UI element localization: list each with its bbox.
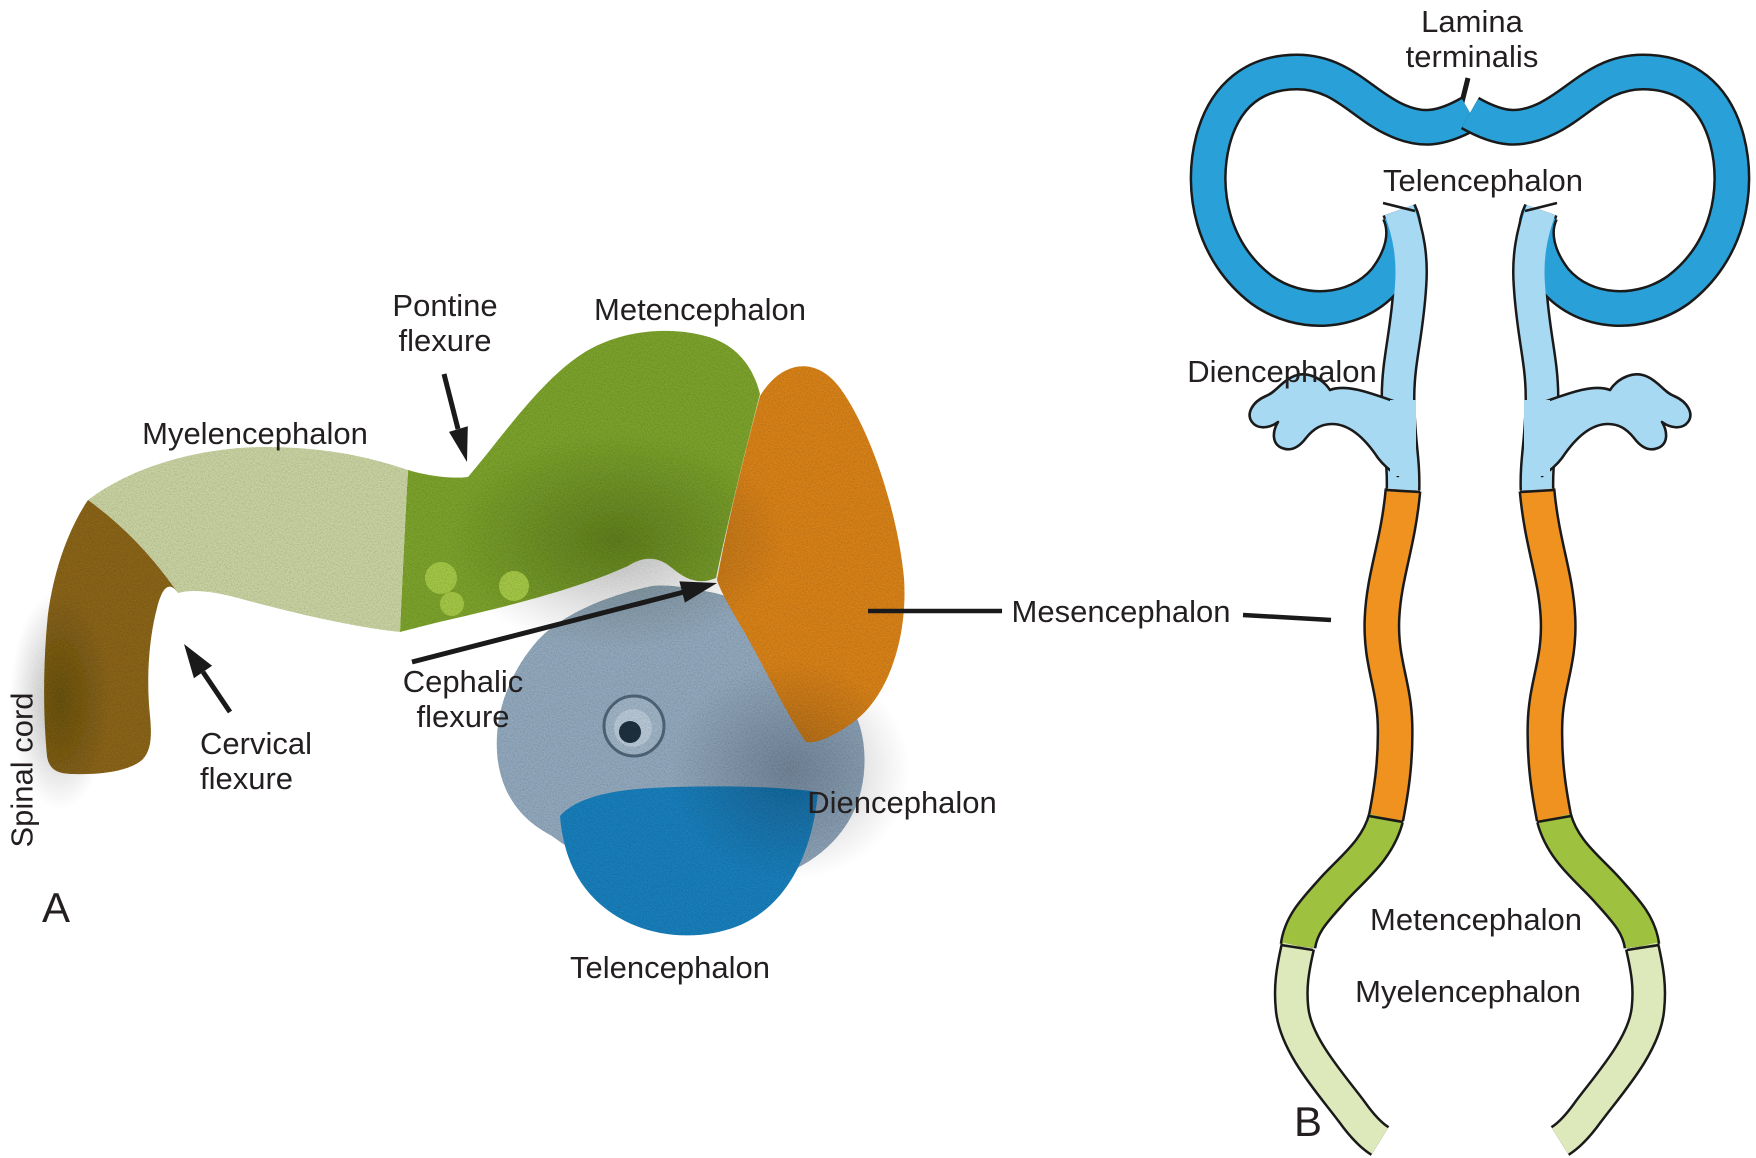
label-lamina-terminalis: Lamina terminalis: [1405, 4, 1539, 74]
pontine-flexure-arrow-head: [449, 426, 468, 462]
segment-border: [1519, 488, 1555, 494]
label-myelencephalon-a: Myelencephalon: [142, 416, 368, 451]
embryo-brain-illustration: [10, 330, 910, 936]
panel-letter-b: B: [1294, 1098, 1323, 1145]
panel-letter-a: A: [42, 884, 71, 931]
optic-cup-center: [619, 721, 641, 743]
b-right-half: [1470, 72, 1732, 1141]
label-metencephalon-b: Metencephalon: [1370, 902, 1582, 937]
shading-metencephalon: [445, 430, 785, 650]
label-diencephalon-b: Diencephalon: [1187, 354, 1377, 389]
optic-vesicle-branch: [1540, 373, 1692, 478]
label-myelencephalon-b: Myelencephalon: [1355, 974, 1581, 1009]
label-telencephalon-a: Telencephalon: [570, 950, 770, 985]
shading-diencephalon: [670, 660, 910, 880]
label-spinal-cord: Spinal cord: [4, 692, 40, 848]
segment-border: [1626, 943, 1660, 952]
segment-border: [1382, 201, 1416, 213]
mesencephalon-band: [1537, 490, 1558, 818]
cervical-flexure-arrow-head: [184, 644, 213, 679]
pontine-flexure-arrow-shaft: [441, 373, 461, 430]
optic-vesicle-branch: [1248, 373, 1400, 478]
label-diencephalon-a: Diencephalon: [807, 785, 997, 820]
label-cervical-flexure: Cervical flexure: [200, 726, 312, 796]
shading-spinal-cord: [10, 590, 110, 810]
myelencephalon-region-a: [88, 447, 408, 632]
surface-bump: [440, 592, 464, 616]
segment-border: [1280, 943, 1314, 952]
cervical-flexure-arrow-shaft: [200, 670, 233, 714]
cephalic-flexure-arrow-head: [679, 581, 717, 603]
mesencephalon-region-a: [717, 366, 905, 743]
surface-bump: [425, 562, 457, 594]
segment-border: [1368, 814, 1404, 824]
label-metencephalon-a: Metencephalon: [594, 292, 806, 327]
branch-join-patch: [1390, 400, 1416, 476]
annotation-arrows: [184, 77, 1471, 714]
label-telencephalon-b: Telencephalon: [1383, 163, 1583, 198]
branch-join-patch: [1524, 400, 1550, 476]
segment-border: [1536, 814, 1572, 824]
cephalic-flexure-arrow-shaft: [411, 589, 685, 665]
neural-tube-schematic: [1208, 72, 1732, 1141]
segment-border: [1385, 488, 1421, 494]
b-left-half: [1208, 72, 1470, 1141]
mesencephalon-band: [1382, 490, 1403, 818]
label-mesencephalon-shared: Mesencephalon: [1011, 594, 1231, 629]
label-cephalic-flexure: Cephalic flexure: [402, 664, 524, 734]
surface-bump: [499, 571, 529, 601]
label-pontine-flexure: Pontine flexure: [392, 288, 498, 358]
mesencephalon-pointer-right: [1242, 612, 1332, 623]
segment-border: [1524, 201, 1558, 213]
